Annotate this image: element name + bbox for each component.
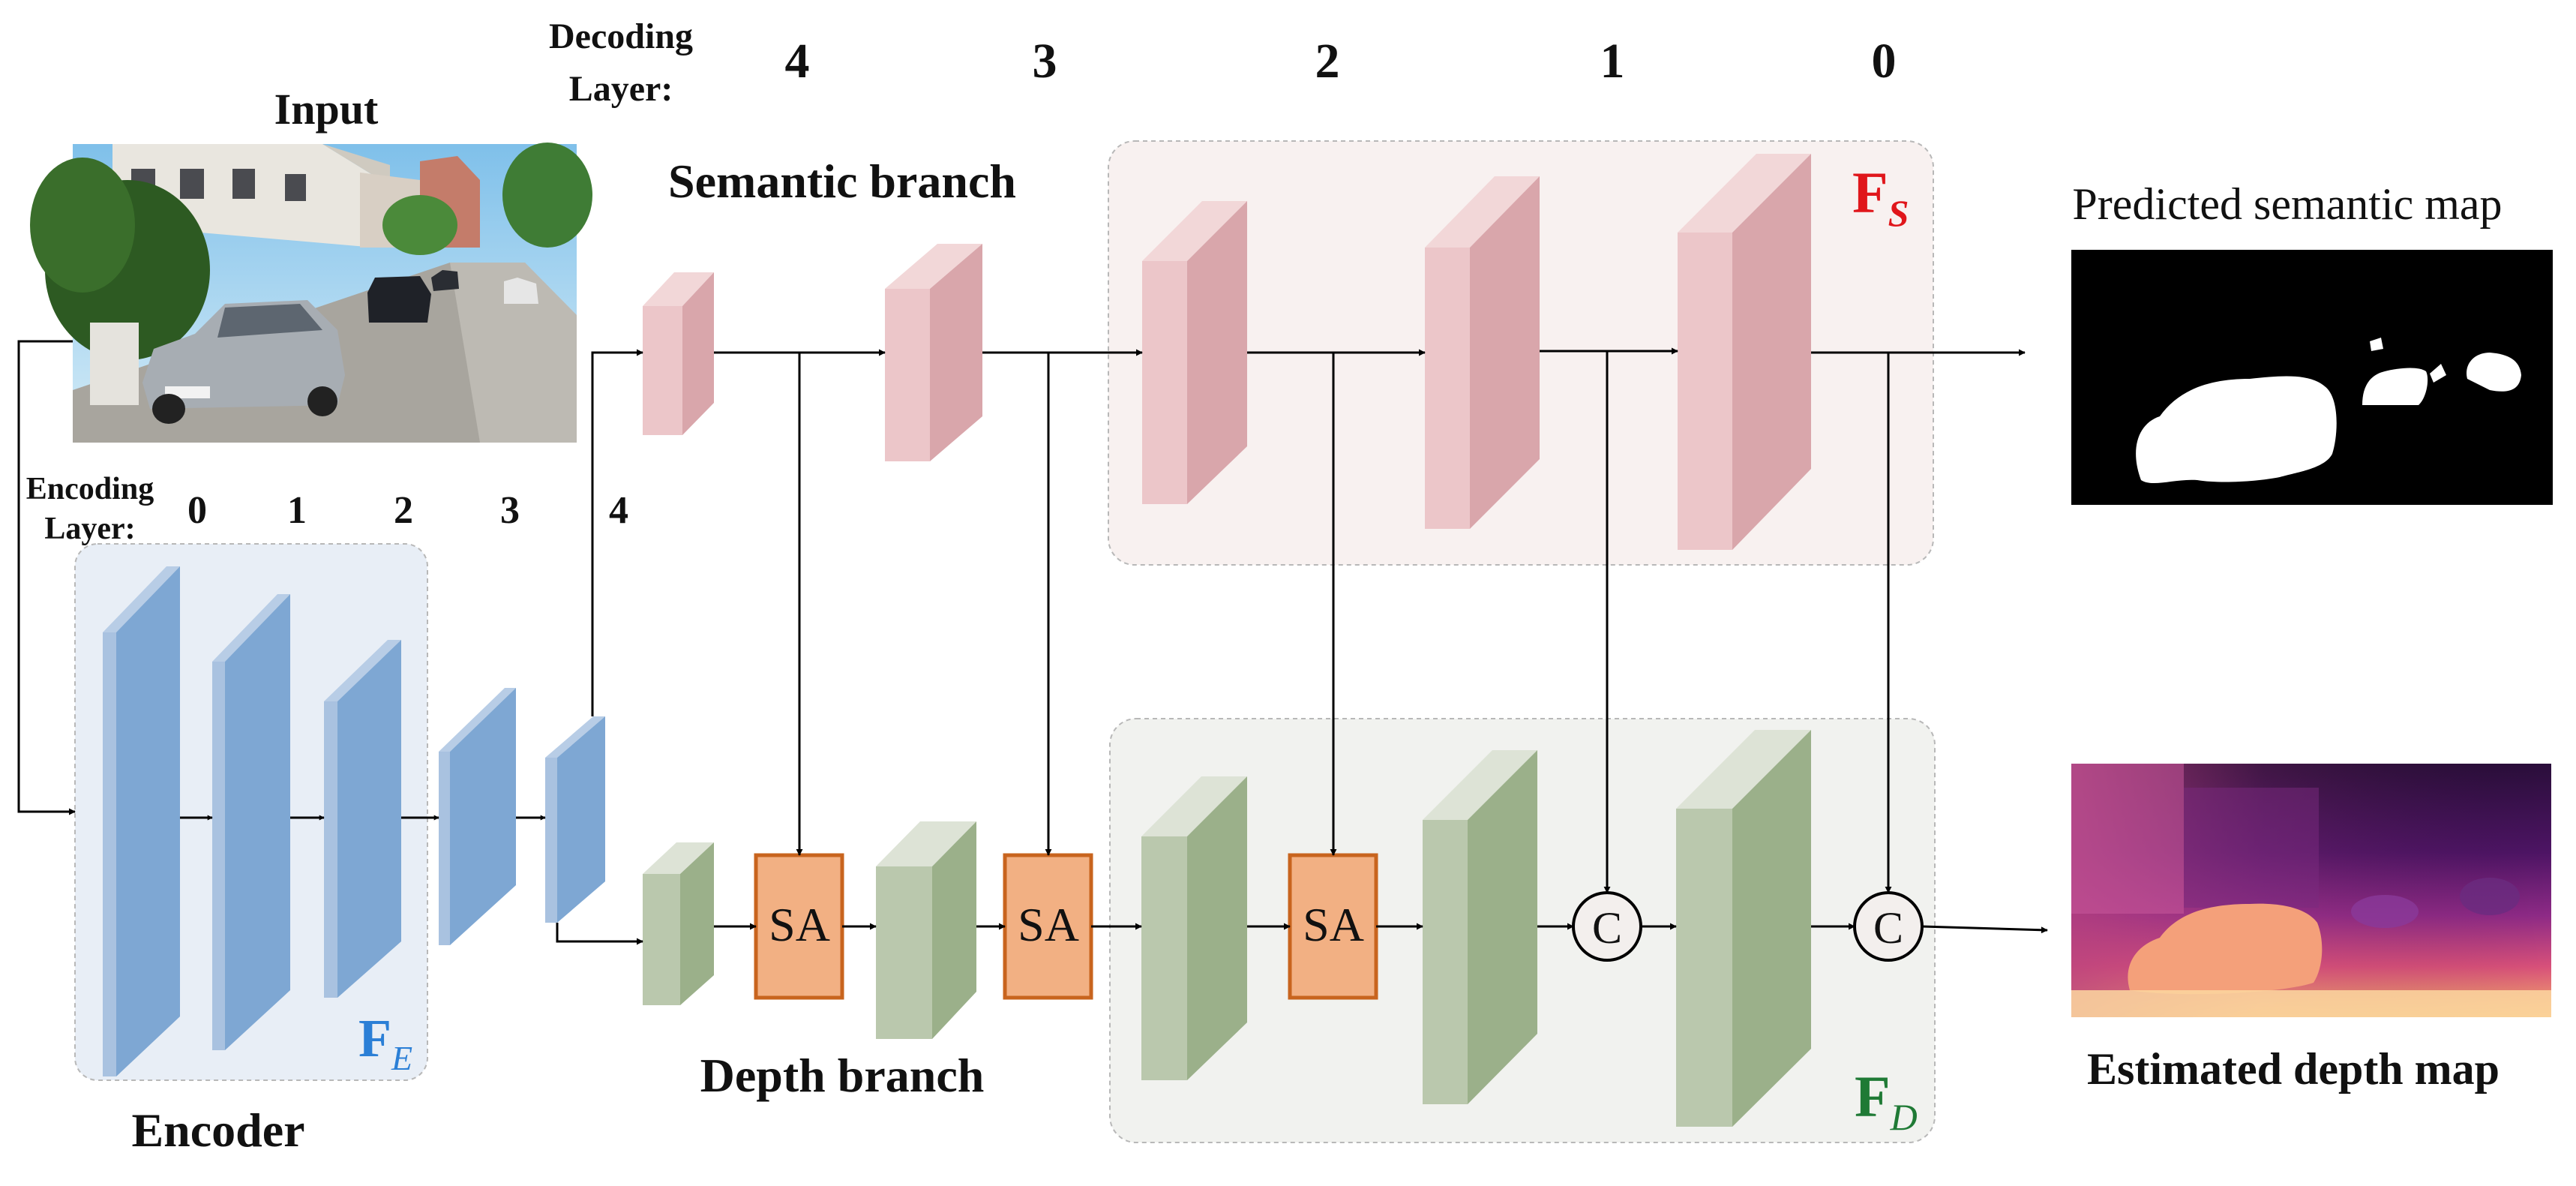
sa-module-3: SA [1288,853,1378,1000]
svg-text:C: C [1592,903,1622,953]
sa-module-1: SA [754,853,844,1000]
depth-map-label: Estimated depth map [2087,1044,2500,1094]
depth-block-4 [643,842,714,1005]
decoding-layer-3: 3 [1033,34,1057,89]
depth-branch-label: Depth branch [700,1049,985,1102]
svg-text:C: C [1873,903,1903,953]
concat-node-1: C [1572,891,1642,962]
encoding-layer-label-2: Layer: [44,512,135,546]
decoding-layer-label-2: Layer: [569,69,673,109]
encoder-block-3 [439,688,516,945]
semantic-map-label: Predicted semantic map [2072,179,2502,229]
svg-text:SA: SA [769,898,830,951]
depth-block-1 [1423,750,1537,1104]
sa-module-2: SA [1003,853,1093,1000]
concat-node-2: C [1853,891,1924,962]
encoding-layer-3: 3 [500,489,520,532]
semantic-branch-label: Semantic branch [668,155,1016,208]
encoding-layer-2: 2 [394,489,413,532]
semantic-block-1 [1425,176,1540,529]
semantic-block-2 [1142,201,1247,504]
encoding-layer-0: 0 [187,489,207,532]
decoding-layer-label: Decoding [549,17,693,56]
decoding-layer-0: 0 [1872,34,1897,89]
input-label: Input [274,85,379,134]
arrows [17,340,2048,945]
encoder-symbol: FE [358,1008,412,1077]
depth-symbol: FD [1855,1064,1918,1138]
encoding-layer-1: 1 [287,489,307,532]
decoding-layer-1: 1 [1600,34,1625,89]
depth-block-3 [876,821,976,1039]
depth-block-2 [1141,776,1247,1080]
semantic-map-image [2071,250,2553,505]
encoder-label: Encoder [131,1103,304,1157]
decoding-layer-2: 2 [1315,34,1340,89]
encoder-block-1 [212,594,290,1050]
semantic-block-4 [643,272,714,435]
depth-map-image [2071,764,2551,1017]
semantic-block-0 [1678,154,1811,550]
svg-text:SA: SA [1018,898,1079,951]
encoding-layer-4: 4 [609,489,628,532]
encoder-block-4 [545,716,605,923]
encoder-block-0 [103,566,180,1076]
svg-text:SA: SA [1303,898,1364,951]
input-car [142,300,345,424]
encoder-block-2 [324,640,401,998]
input-image [30,143,592,443]
encoding-layer-label: Encoding [26,472,154,506]
depth-block-0 [1676,730,1811,1127]
semantic-block-3 [885,244,982,461]
semantic-symbol: FS [1852,160,1909,234]
decoding-layer-4: 4 [785,34,810,89]
